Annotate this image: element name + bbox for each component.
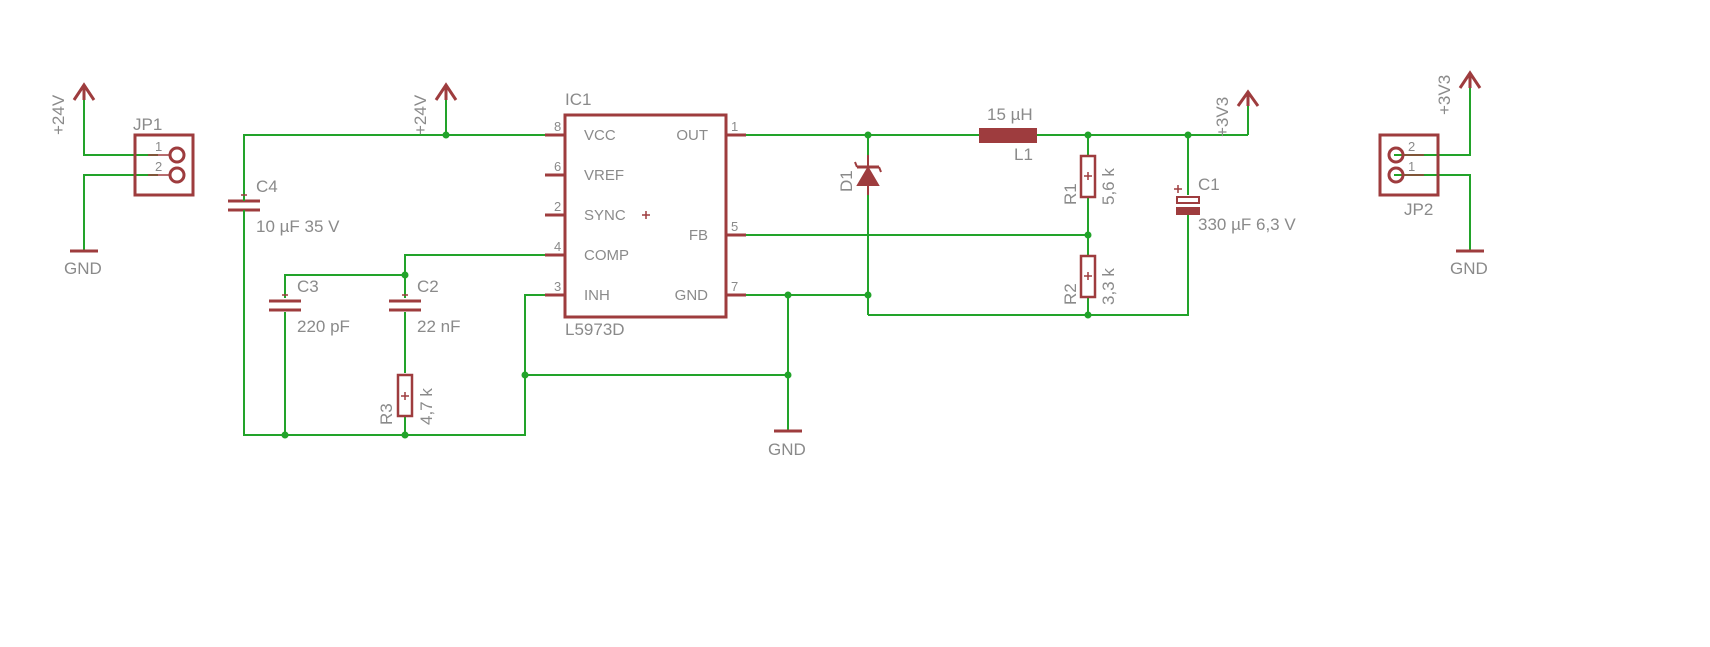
wires xyxy=(83,82,1471,436)
jp2-supply-symbol: +3V3 xyxy=(1435,70,1482,115)
jp2-pin1-number: 1 xyxy=(1408,159,1415,174)
c4-capacitor[interactable]: C4 10 µF 35 V xyxy=(228,175,340,236)
junction-dot xyxy=(401,271,409,279)
ic1-pin-name: GND xyxy=(675,287,709,304)
ic1-pin-number: 3 xyxy=(554,279,561,294)
junction-dot xyxy=(401,431,409,439)
jp2-body xyxy=(1378,133,1440,197)
junction-dot xyxy=(1184,131,1192,139)
ic1-pin-name: VREF xyxy=(584,167,624,184)
ic1-pin-name: VCC xyxy=(584,127,616,144)
r3-value: 4,7 k xyxy=(417,388,436,425)
ic1-pin-name: FB xyxy=(689,227,708,244)
ic1-pin-number: 7 xyxy=(731,279,738,294)
wire-c1-gnd xyxy=(868,215,1189,316)
gnd-main-symbol: GND xyxy=(768,429,806,459)
junction-dot xyxy=(1084,131,1092,139)
jp1-connector[interactable]: JP1 1 2 xyxy=(133,115,195,197)
r1-value: 5,6 k xyxy=(1099,168,1118,205)
r3-resistor[interactable]: R3 4,7 k xyxy=(377,373,436,425)
junction-dot xyxy=(442,131,450,139)
gnd-main-label: GND xyxy=(768,440,806,459)
supply-3v3-symbol: +3V3 xyxy=(1213,89,1260,137)
r2-value: 3,3 k xyxy=(1099,268,1118,305)
supply-24v-label: +24V xyxy=(411,94,430,135)
jp2-connector[interactable]: JP2 2 1 xyxy=(1378,133,1440,219)
ic1-pin-number: 8 xyxy=(554,119,561,134)
junctions xyxy=(281,131,1192,439)
jp1-supply-label: +24V xyxy=(49,94,68,135)
ic1-part: L5973D xyxy=(565,320,625,339)
jp1-pin2-pad xyxy=(168,166,186,184)
c2-ref: C2 xyxy=(417,277,439,296)
jp1-body xyxy=(133,133,195,197)
wire-comp-c3 xyxy=(284,254,545,298)
r3-ref: R3 xyxy=(377,403,396,425)
c2-capacitor[interactable]: C2 22 nF xyxy=(389,277,460,336)
jp1-pin1-pad xyxy=(168,146,186,164)
jp2-gnd-symbol: GND xyxy=(1450,249,1488,278)
ic1-pin-number: 2 xyxy=(554,199,561,214)
ic1-pin-name: COMP xyxy=(584,247,629,264)
c3-value: 220 pF xyxy=(297,317,350,336)
junction-dot xyxy=(1084,311,1092,319)
wire-jp1-supply xyxy=(83,100,158,156)
c3-capacitor[interactable]: C3 220 pF xyxy=(269,277,350,336)
jp1-gnd-symbol: GND xyxy=(64,249,102,278)
jp1-pin2-number: 2 xyxy=(155,159,162,174)
r2-ref: R2 xyxy=(1061,283,1080,305)
ic1-pin-name: SYNC xyxy=(584,207,626,224)
ic1-pin-number: 4 xyxy=(554,239,561,254)
ic1-pin-number: 5 xyxy=(731,219,738,234)
wire-jp2-supply xyxy=(1394,82,1471,156)
jp2-label: JP2 xyxy=(1404,200,1433,219)
junction-dot xyxy=(1084,231,1092,239)
ic1-pin-name: INH xyxy=(584,287,610,304)
jp1-label: JP1 xyxy=(133,115,162,134)
l1-ref: L1 xyxy=(1014,145,1033,164)
d1-diode[interactable]: D1 xyxy=(837,155,882,195)
ic1-pin-number: 6 xyxy=(554,159,561,174)
ic1-pin-name: OUT xyxy=(676,127,708,144)
jp1-pin1-number: 1 xyxy=(155,139,162,154)
r1-resistor[interactable]: R1 5,6 k xyxy=(1061,154,1118,205)
wire-c4-bottom-inh xyxy=(243,215,545,436)
wire-24v-rail xyxy=(243,134,545,175)
wire-jp1-gnd xyxy=(83,174,158,250)
junction-dot xyxy=(784,371,792,379)
jp1-gnd-label: GND xyxy=(64,259,102,278)
d1-ref: D1 xyxy=(837,170,856,192)
c1-ref: C1 xyxy=(1198,175,1220,194)
c4-ref: C4 xyxy=(256,177,278,196)
l1-body xyxy=(979,128,1037,143)
junction-dot xyxy=(521,371,529,379)
jp1-supply-symbol: +24V xyxy=(49,82,96,135)
ic1-ref: IC1 xyxy=(565,90,591,109)
ic1-pin-number: 1 xyxy=(731,119,738,134)
l1-inductor[interactable]: 15 µH L1 xyxy=(979,105,1037,164)
jp2-supply-label: +3V3 xyxy=(1435,75,1454,115)
c2-value: 22 nF xyxy=(417,317,460,336)
junction-dot xyxy=(784,291,792,299)
ic1-chip[interactable]: IC1 L5973D 8 6 2 4 3 1 5 7 VCC VREF SYNC… xyxy=(545,90,746,339)
supply-24v-symbol: +24V xyxy=(411,82,458,135)
junction-dot xyxy=(864,131,872,139)
junction-dot xyxy=(864,291,872,299)
junction-dot xyxy=(281,431,289,439)
r1-ref: R1 xyxy=(1061,183,1080,205)
c1-capacitor[interactable]: C1 330 µF 6,3 V xyxy=(1174,175,1296,234)
l1-value: 15 µH xyxy=(987,105,1033,124)
r2-resistor[interactable]: R2 3,3 k xyxy=(1061,254,1118,305)
c3-ref: C3 xyxy=(297,277,319,296)
supply-3v3-label: +3V3 xyxy=(1213,97,1232,137)
c4-value: 10 µF 35 V xyxy=(256,217,340,236)
jp2-pin2-number: 2 xyxy=(1408,139,1415,154)
c1-value: 330 µF 6,3 V xyxy=(1198,215,1296,234)
jp2-gnd-label: GND xyxy=(1450,259,1488,278)
